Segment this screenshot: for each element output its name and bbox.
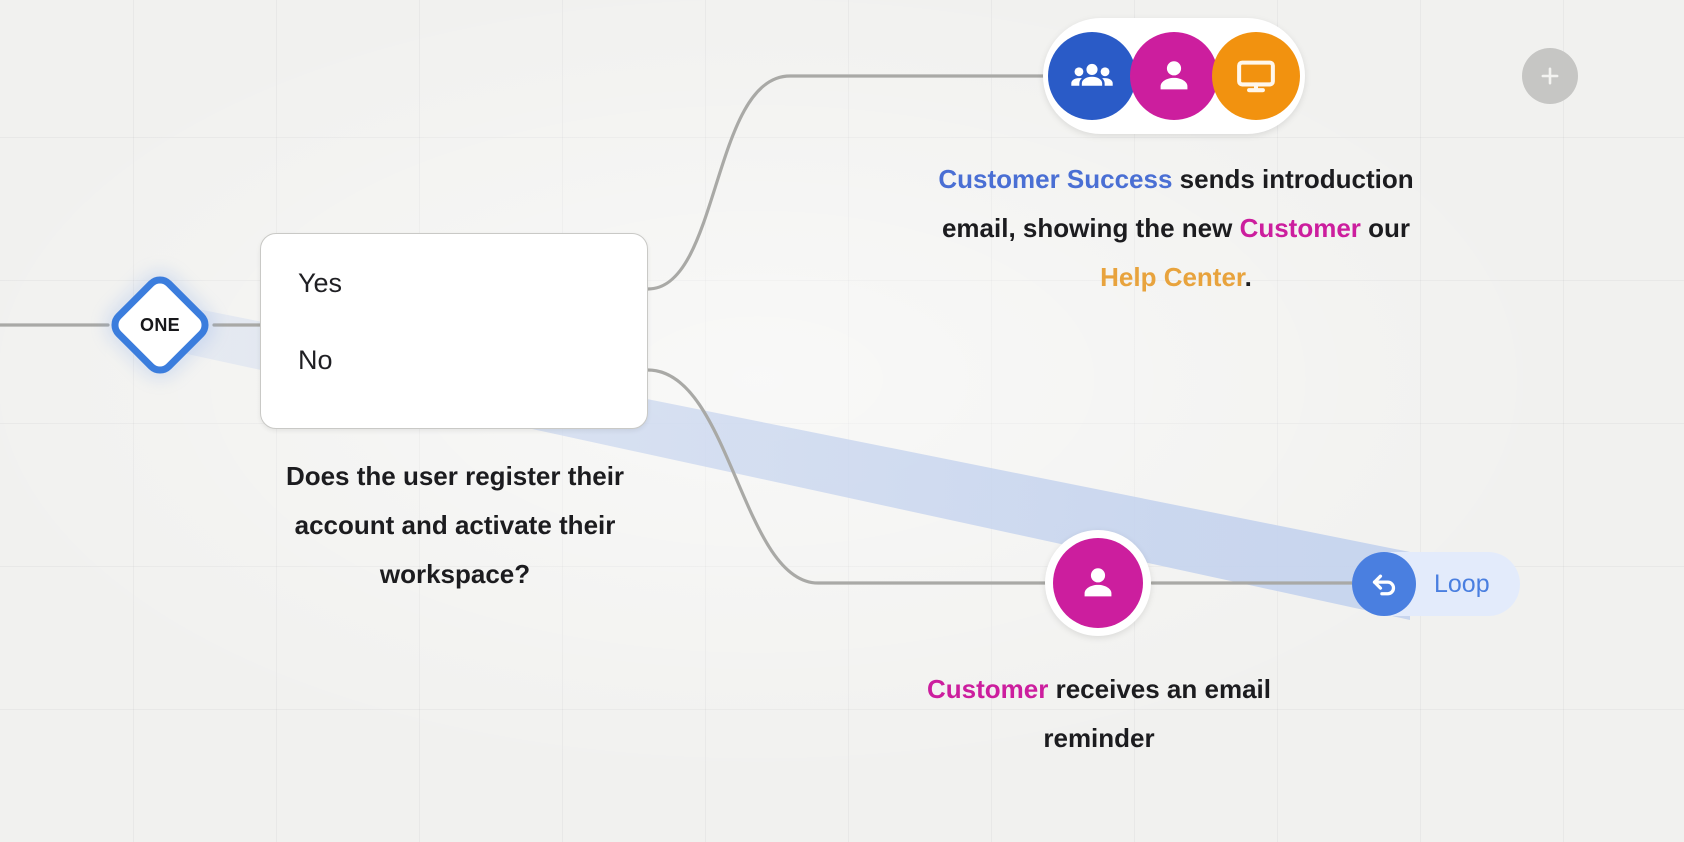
caption-span-customer-bottom: Customer xyxy=(927,674,1049,704)
customer-reminder-caption: Customer receives an email reminder xyxy=(876,665,1322,764)
caption-span-customer: Customer xyxy=(1239,212,1361,243)
avatar-customer-bottom[interactable] xyxy=(1053,538,1143,628)
loop-icon-circle[interactable] xyxy=(1352,552,1416,616)
decision-option-yes[interactable]: Yes xyxy=(298,268,343,298)
person-icon xyxy=(1084,568,1112,597)
avatar-customer-success[interactable] xyxy=(1048,32,1136,120)
caption-span-customer-success: Customer Success xyxy=(938,164,1173,194)
edge-no-branch xyxy=(646,368,1050,585)
decision-card[interactable]: Yes No xyxy=(260,233,648,429)
add-node-button[interactable] xyxy=(1522,48,1578,104)
decision-badge-one[interactable]: ONE xyxy=(103,268,217,382)
caption-span-help-center: Help Center xyxy=(1100,261,1245,292)
caption-span-plain-2: our xyxy=(1360,212,1411,243)
node-customer-reminder[interactable] xyxy=(1045,530,1151,636)
undo-arrow-icon xyxy=(1372,574,1396,596)
avatar-customer[interactable] xyxy=(1130,32,1218,120)
loop-pill[interactable]: Loop xyxy=(1352,552,1520,616)
customer-success-caption: Customer Success sends introduction emai… xyxy=(930,155,1422,302)
plus-icon xyxy=(1541,67,1559,85)
loop-label: Loop xyxy=(1434,569,1490,598)
decision-badge-label: ONE xyxy=(140,314,180,335)
caption-span-plain-3: receives an email reminder xyxy=(1043,674,1271,754)
people-group-icon xyxy=(1071,63,1113,86)
persona-group-customer-success[interactable] xyxy=(1043,18,1305,134)
avatar-help-center[interactable] xyxy=(1212,32,1300,120)
caption-span-period: . xyxy=(1244,261,1252,292)
monitor-icon xyxy=(1237,60,1275,93)
person-icon xyxy=(1160,61,1188,90)
decision-caption: Does the user register their account and… xyxy=(285,461,625,589)
decision-option-no[interactable]: No xyxy=(298,345,333,375)
